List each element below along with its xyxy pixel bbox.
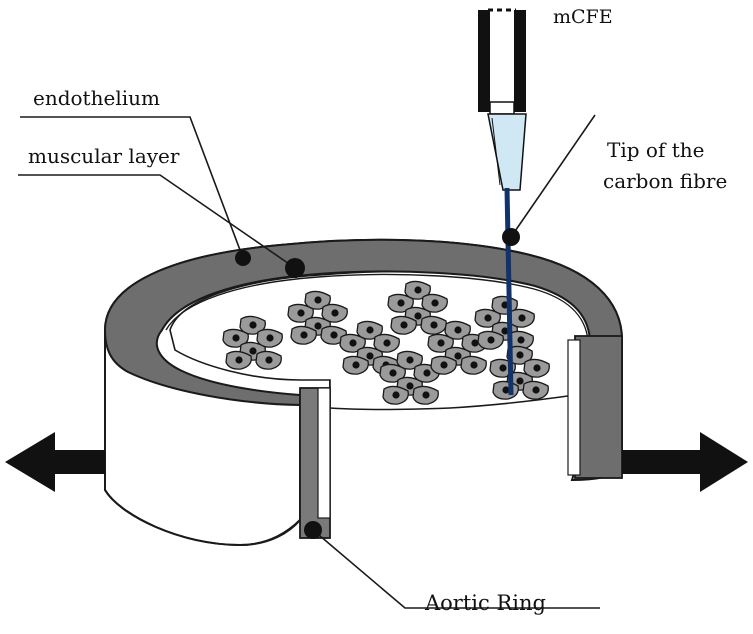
tip-marker (502, 228, 520, 246)
tip-label-line2: carbon fibre (603, 169, 728, 193)
mcfe-electrode (478, 8, 527, 191)
left-arrow (5, 432, 105, 492)
muscular-marker (285, 258, 305, 278)
ring-right-inner (567, 339, 581, 476)
tip-label-line1: Tip of the (607, 138, 705, 162)
muscular-layer-label: muscular layer (28, 144, 180, 168)
ring-left-edge (104, 330, 301, 547)
leader-lines (18, 114, 600, 609)
endothelium-label: endothelium (33, 86, 160, 110)
carbon-fibre (504, 187, 514, 396)
aortic-ring-marker (304, 521, 322, 539)
endothelium-layer (165, 273, 589, 341)
mcfe-label: mCFE (553, 6, 613, 28)
right-arrow (622, 432, 748, 492)
aortic-ring-label: Aortic Ring (425, 591, 546, 615)
ring-cut-inner (317, 387, 331, 519)
muscular-layer (103, 238, 624, 407)
ring-right-face (574, 335, 623, 479)
endothelium-marker (235, 250, 251, 266)
